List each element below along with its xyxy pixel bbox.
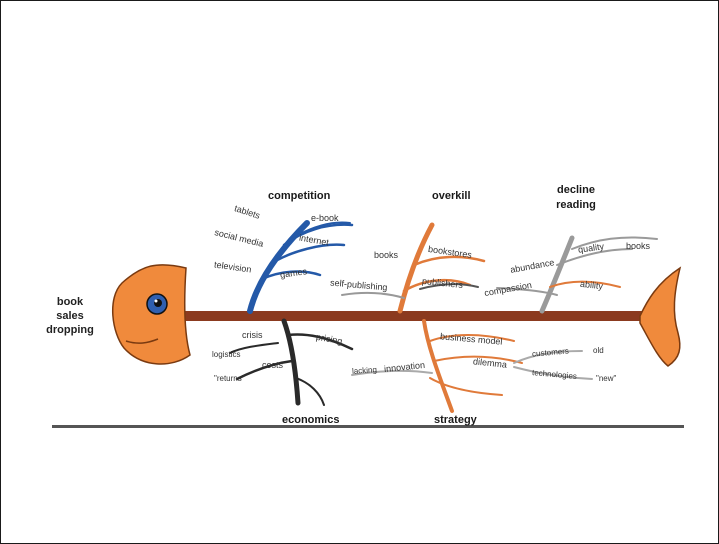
cause-new: "new" bbox=[596, 374, 616, 383]
fishbone-diagram bbox=[52, 183, 684, 428]
cause-logistics: logistics bbox=[212, 350, 240, 359]
overkill-branch bbox=[342, 225, 484, 311]
cause-lacking: lacking bbox=[352, 365, 377, 376]
baseline-bar bbox=[52, 425, 684, 428]
cause-returns: "returns" bbox=[214, 374, 245, 383]
cause-books-overkill: books bbox=[374, 250, 398, 260]
cause-e-book: e-book bbox=[311, 213, 339, 223]
category-strategy: strategy bbox=[434, 414, 477, 426]
category-economics: economics bbox=[282, 414, 339, 426]
category-competition: competition bbox=[268, 190, 330, 202]
fish-tail bbox=[640, 268, 680, 366]
problem-label: book sales dropping bbox=[40, 295, 100, 337]
cause-books-quality: books bbox=[626, 241, 650, 251]
cause-crisis: crisis bbox=[242, 330, 263, 340]
cause-old: old bbox=[593, 346, 604, 355]
cause-costs: costs bbox=[262, 360, 283, 370]
fishbone-drawing bbox=[52, 183, 684, 428]
category-overkill: overkill bbox=[432, 190, 471, 202]
fish-head bbox=[113, 265, 190, 364]
category-decline-reading: decline reading bbox=[546, 183, 606, 213]
